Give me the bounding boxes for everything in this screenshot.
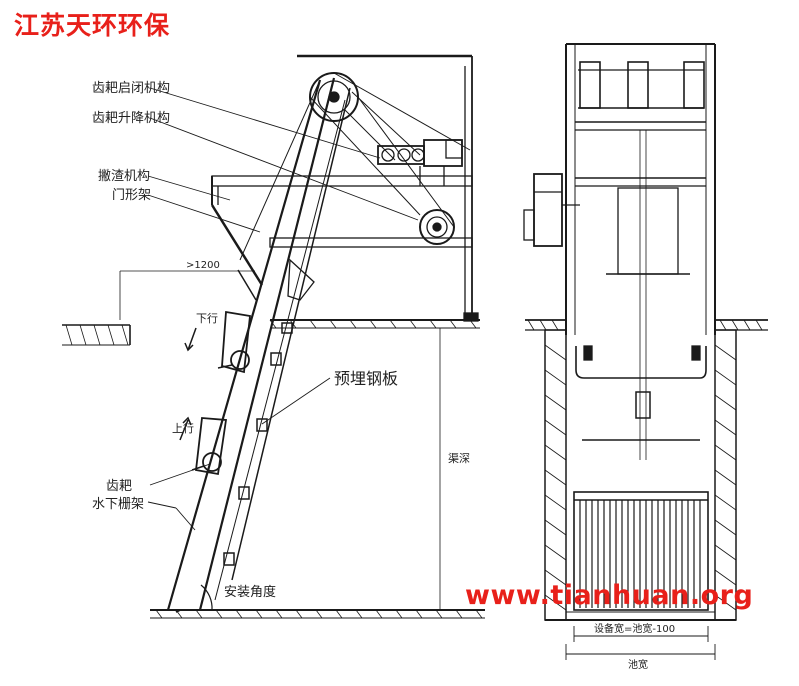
label-rake: 齿耙 <box>106 479 132 494</box>
website-watermark: www.tianhuan.org <box>465 580 754 611</box>
rake-frame <box>617 187 679 275</box>
bar-screen <box>573 491 709 611</box>
motor <box>523 173 580 247</box>
label-debris-removal: 撇渣机构 <box>98 169 150 184</box>
embedded-plates <box>223 322 293 566</box>
lower-sprocket <box>419 209 455 245</box>
label-device-width: 设备宽=池宽-100 <box>594 622 675 635</box>
inclined-rails <box>166 77 351 613</box>
front-view <box>523 43 768 660</box>
label-up: 上行 <box>172 422 194 435</box>
label-embedded-plate: 预埋钢板 <box>334 369 398 388</box>
label-install-angle: 安装角度 <box>224 584 276 600</box>
ground-structures <box>62 270 485 619</box>
side-view <box>62 54 485 619</box>
label-rake-lift: 齿耙升降机构 <box>92 111 170 126</box>
skimmer-linkage <box>210 204 315 301</box>
label-pool-width: 池宽 <box>628 658 648 671</box>
pit-walls <box>544 329 737 621</box>
direction-arrows <box>179 327 197 441</box>
label-underwater-frame: 水下栅架 <box>92 497 144 512</box>
label-distance: >1200 <box>186 260 220 271</box>
leader-lines <box>147 87 419 531</box>
label-pit-depth: 渠深 <box>448 452 470 465</box>
label-gantry: 门形架 <box>112 188 151 203</box>
gantry-beam-upper <box>211 175 473 187</box>
label-down: 下行 <box>196 312 218 325</box>
front-sprockets <box>578 61 705 109</box>
brand-title: 江苏天环环保 <box>14 11 171 40</box>
label-rake-open-close: 齿耙启闭机构 <box>92 81 170 96</box>
width-dimensions <box>565 626 716 660</box>
rake-descending <box>217 310 251 374</box>
drive-mechanism <box>377 139 463 186</box>
gantry-beam-lower <box>269 237 473 248</box>
